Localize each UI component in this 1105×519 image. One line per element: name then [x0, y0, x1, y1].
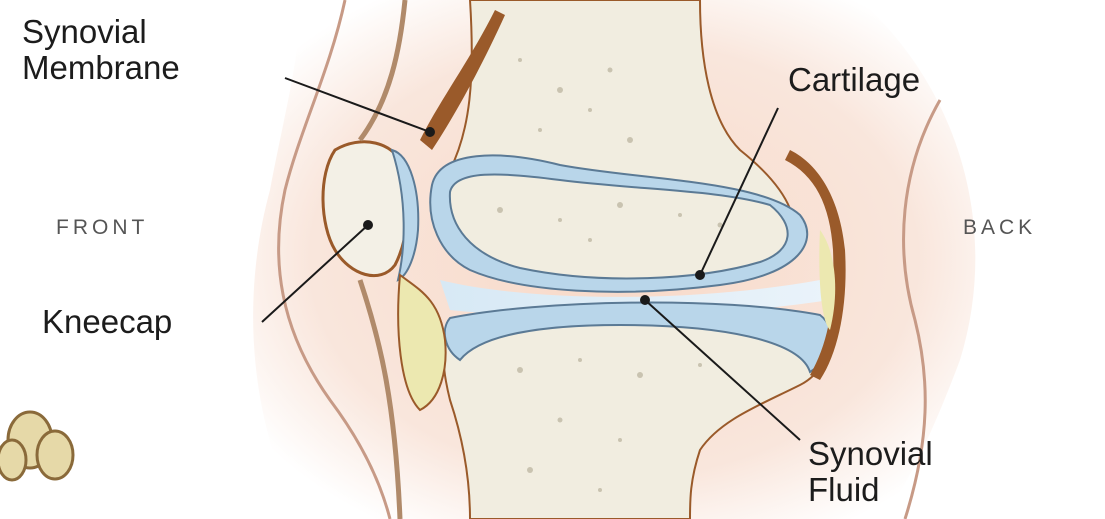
leader-dot-synovial-membrane [426, 128, 434, 136]
decorative-bone-fragment [0, 412, 73, 480]
label-synovial-membrane-line1: Synovial [22, 14, 180, 50]
leader-dot-synovial-fluid [641, 296, 649, 304]
label-kneecap: Kneecap [42, 304, 172, 340]
label-back: BACK [963, 216, 1036, 240]
label-synovial-membrane: Synovial Membrane [22, 14, 180, 86]
label-synovial-membrane-line2: Membrane [22, 50, 180, 86]
label-front: FRONT [56, 216, 148, 240]
leader-dot-cartilage [696, 271, 704, 279]
label-synovial-fluid: Synovial Fluid [808, 436, 933, 508]
label-synovial-fluid-line2: Fluid [808, 472, 933, 508]
label-synovial-fluid-line1: Synovial [808, 436, 933, 472]
leader-dot-kneecap [364, 221, 372, 229]
label-cartilage: Cartilage [788, 62, 920, 98]
